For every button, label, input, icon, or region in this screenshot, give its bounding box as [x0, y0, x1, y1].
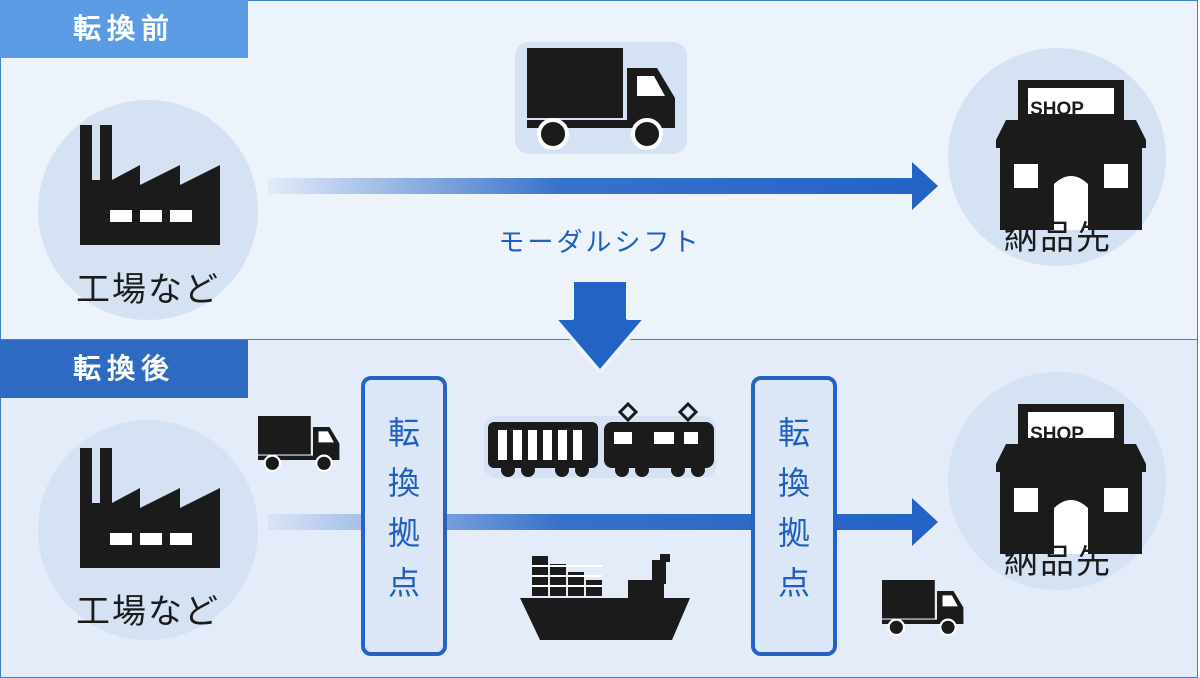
hub-char: 拠	[387, 514, 420, 552]
hub-char: 点	[777, 564, 810, 602]
ship-icon	[520, 554, 690, 640]
destination-label: 納品先	[1004, 218, 1112, 258]
shop-sign-text: SHOP	[1030, 424, 1084, 445]
destination-label: 納品先	[1004, 542, 1112, 582]
arrow-before	[268, 162, 938, 210]
before-tag: 転換前	[0, 0, 248, 58]
factory-label: 工場など	[76, 592, 220, 632]
truck-icon	[256, 414, 341, 473]
hub-char: 転	[777, 414, 810, 452]
truck-icon	[880, 578, 965, 637]
hub-char: 換	[387, 464, 420, 502]
truck-icon	[515, 42, 687, 154]
hub-char: 拠	[777, 514, 810, 552]
factory-icon	[80, 125, 220, 245]
down-arrow-icon	[552, 278, 648, 374]
modal-shift-label: モーダルシフト	[498, 228, 702, 258]
train-icon	[484, 401, 716, 478]
transfer-hub-left: 転 換 拠 点	[361, 376, 447, 656]
hub-char: 点	[387, 564, 420, 602]
hub-char: 換	[777, 464, 810, 502]
factory-label: 工場など	[76, 270, 220, 310]
hub-char: 転	[387, 414, 420, 452]
shop-sign-text: SHOP	[1030, 99, 1084, 120]
transfer-hub-right: 転 換 拠 点	[751, 376, 837, 656]
factory-icon	[80, 448, 220, 568]
after-tag: 転換後	[0, 340, 248, 398]
